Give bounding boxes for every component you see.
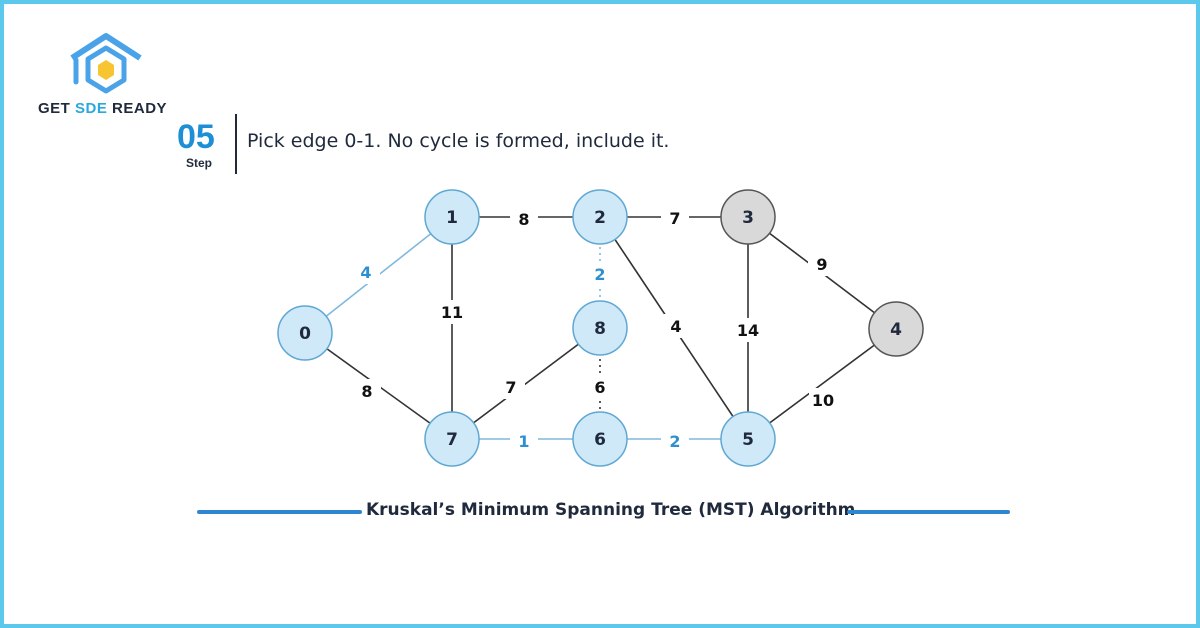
edge-weight-bg-3-4 <box>808 252 836 276</box>
edge-weight-bg-4-5 <box>809 388 837 412</box>
edge-weight-6-7: 1 <box>518 432 529 451</box>
caption-line-left <box>197 510 362 514</box>
node-label-2: 2 <box>594 208 606 228</box>
edge-4-5 <box>747 328 897 440</box>
node-circle-4 <box>868 301 924 357</box>
edge-weight-bg-0-1 <box>352 260 380 284</box>
edge-weight-6-8: 6 <box>594 378 605 397</box>
edge-weight-4-5: 10 <box>812 391 834 410</box>
step-label: Step <box>186 156 213 170</box>
node-7: 7 <box>424 411 480 467</box>
step-description: Pick edge 0-1. No cycle is formed, inclu… <box>247 130 670 152</box>
edge-weight-2-8: 2 <box>594 265 605 284</box>
node-8: 8 <box>572 300 628 356</box>
edge-weight-0-1: 4 <box>360 263 371 282</box>
edge-weight-7-8: 7 <box>505 378 516 397</box>
edge-weight-bg-6-7 <box>510 429 538 453</box>
edge-weight-bg-1-2 <box>510 207 538 231</box>
edge-weight-bg-6-8 <box>586 375 614 399</box>
node-5: 5 <box>720 411 776 467</box>
step-number: 05 <box>177 118 215 156</box>
edge-weight-5-6: 2 <box>669 432 680 451</box>
node-layer: 0 1 2 3 4 5 6 7 8 <box>277 189 924 467</box>
hexagon-cube-house-icon <box>70 33 142 94</box>
node-label-8: 8 <box>594 319 606 339</box>
node-6: 6 <box>572 411 628 467</box>
edge-weight-3-4: 9 <box>816 255 827 274</box>
edge-weight-2-5: 4 <box>670 317 681 336</box>
edge-weight-bg-0-7 <box>353 379 381 403</box>
node-circle-6 <box>572 411 628 467</box>
edge-weight-bg-3-5 <box>734 318 762 342</box>
node-label-0: 0 <box>299 324 311 344</box>
node-4: 4 <box>868 301 924 357</box>
step-divider <box>235 114 237 174</box>
node-2: 2 <box>572 189 628 245</box>
brand-logo: GET SDE READY <box>36 32 186 122</box>
edge-weight-3-5: 14 <box>737 321 759 340</box>
weight-layer: 4 8 8 11 7 2 4 9 14 10 2 1 6 7 <box>352 206 837 453</box>
node-label-7: 7 <box>446 430 458 450</box>
node-3: 3 <box>720 189 776 245</box>
edge-weight-2-3: 7 <box>669 209 680 228</box>
node-circle-2 <box>572 189 628 245</box>
brand-name: GET SDE READY <box>38 100 168 117</box>
node-circle-3 <box>720 189 776 245</box>
edge-weight-0-7: 8 <box>361 382 372 401</box>
algorithm-caption: Kruskal’s Minimum Spanning Tree (MST) Al… <box>366 500 856 520</box>
node-label-1: 1 <box>446 208 458 228</box>
edge-weight-bg-1-7 <box>438 300 466 324</box>
edge-weight-bg-7-8 <box>497 375 525 399</box>
edge-weight-1-7: 11 <box>441 303 463 322</box>
node-1: 1 <box>424 189 480 245</box>
mst-graph: 4 8 8 11 7 2 4 9 14 10 2 1 6 7 0 1 2 3 4 5 6 7 8 <box>277 189 924 467</box>
edge-weight-bg-5-6 <box>661 429 689 453</box>
node-circle-8 <box>572 300 628 356</box>
node-label-4: 4 <box>890 320 902 340</box>
node-circle-1 <box>424 189 480 245</box>
edge-7-8 <box>451 327 601 440</box>
node-circle-0 <box>277 305 333 361</box>
node-label-3: 3 <box>742 208 754 228</box>
node-circle-5 <box>720 411 776 467</box>
node-0: 0 <box>277 305 333 361</box>
edge-weight-bg-2-3 <box>661 206 689 230</box>
edge-weight-1-2: 8 <box>518 210 529 229</box>
edge-weight-bg-2-8 <box>586 262 614 286</box>
node-label-6: 6 <box>594 430 606 450</box>
caption-line-right <box>847 510 1010 514</box>
node-label-5: 5 <box>742 430 754 450</box>
edge-weight-bg-2-5 <box>662 314 690 338</box>
node-circle-7 <box>424 411 480 467</box>
